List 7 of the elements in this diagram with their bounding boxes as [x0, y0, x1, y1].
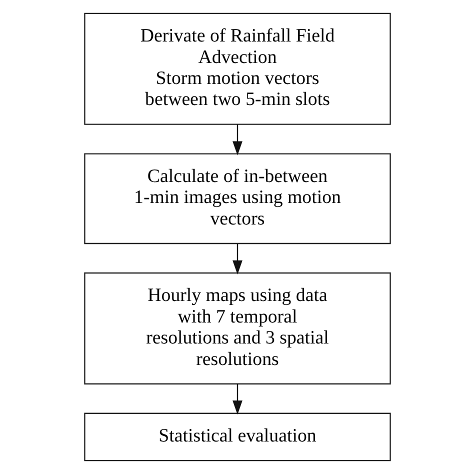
arrow [232, 124, 242, 156]
arrow [232, 244, 242, 275]
node-box: Hourly maps using data with 7 temporal resolutions and 3 spatial resolutions [84, 272, 390, 384]
node-box: Statistical evaluation [84, 412, 390, 462]
arrow [232, 384, 242, 415]
node-box: Calculate of in-between 1-min images using motion vectors [84, 153, 390, 244]
node-box: Derivate of Rainfall Field Advection Storm motion vectors between two 5-min slots [84, 12, 390, 125]
